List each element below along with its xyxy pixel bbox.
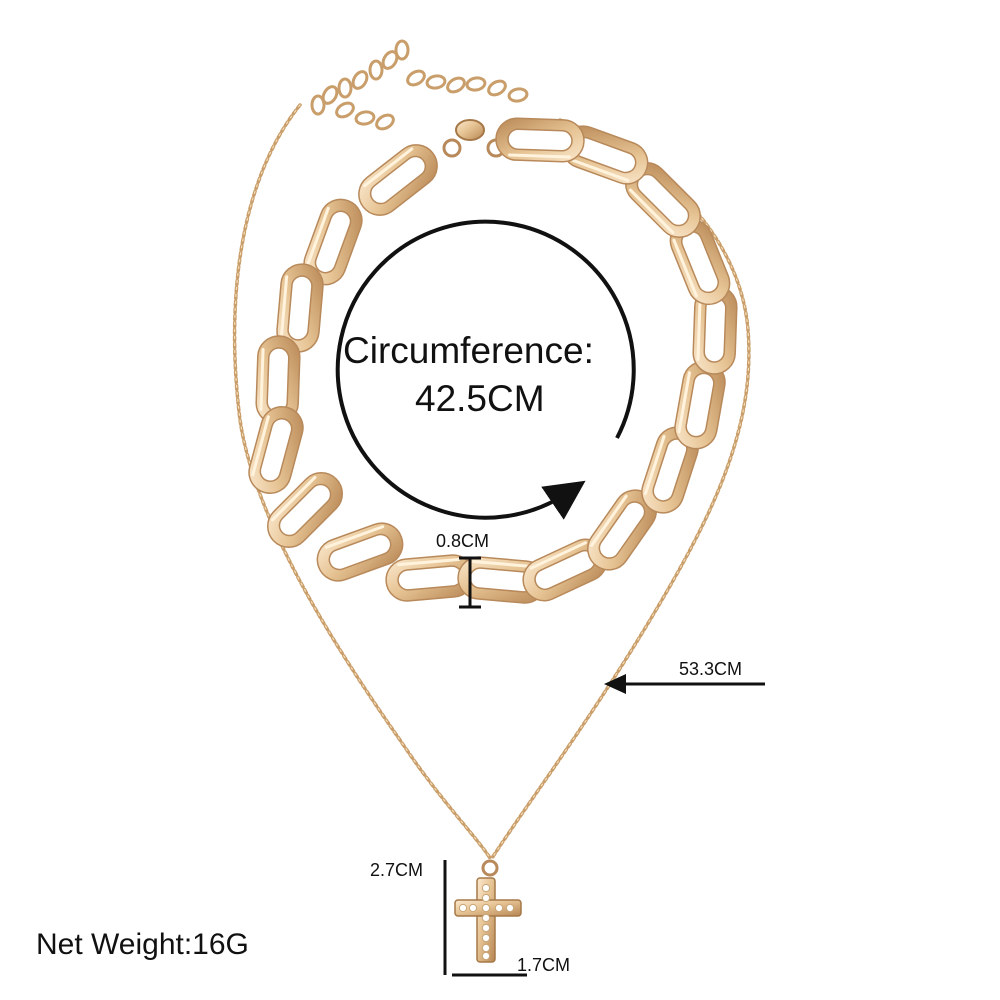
cross-dimension-lines: [443, 860, 527, 977]
strand-length-label: 53.3CM: [679, 659, 743, 679]
chain-link: [624, 161, 702, 239]
chain-link: [495, 117, 585, 163]
chain-link: [255, 335, 301, 425]
chain-link: [674, 360, 726, 450]
chain-link: [358, 144, 438, 216]
cross-height-label: 2.7CM: [370, 860, 424, 880]
chain-link: [587, 489, 657, 571]
paperclip-chain: [248, 117, 738, 604]
chain-link: [316, 522, 404, 582]
chain-link: [692, 285, 738, 375]
cross-width-label: 1.7CM: [517, 955, 571, 975]
link-width-label: 0.8CM: [436, 531, 490, 551]
chain-link: [266, 471, 344, 549]
chain-link: [248, 406, 304, 494]
cross-pendant: [454, 859, 522, 963]
link-width-bracket: [459, 556, 481, 609]
chain-link: [641, 426, 699, 514]
lobster-clasp: [442, 119, 506, 158]
chain-link: [457, 556, 547, 604]
chain-link: [385, 554, 475, 602]
strand-length-pointer: [604, 674, 765, 694]
circumference-title: Circumference:: [343, 330, 594, 371]
net-weight-label: Net Weight:16G: [36, 928, 249, 961]
circumference-value: 42.5CM: [415, 378, 545, 419]
extender-chain: [310, 39, 529, 131]
circumference-arrow: [335, 219, 636, 520]
